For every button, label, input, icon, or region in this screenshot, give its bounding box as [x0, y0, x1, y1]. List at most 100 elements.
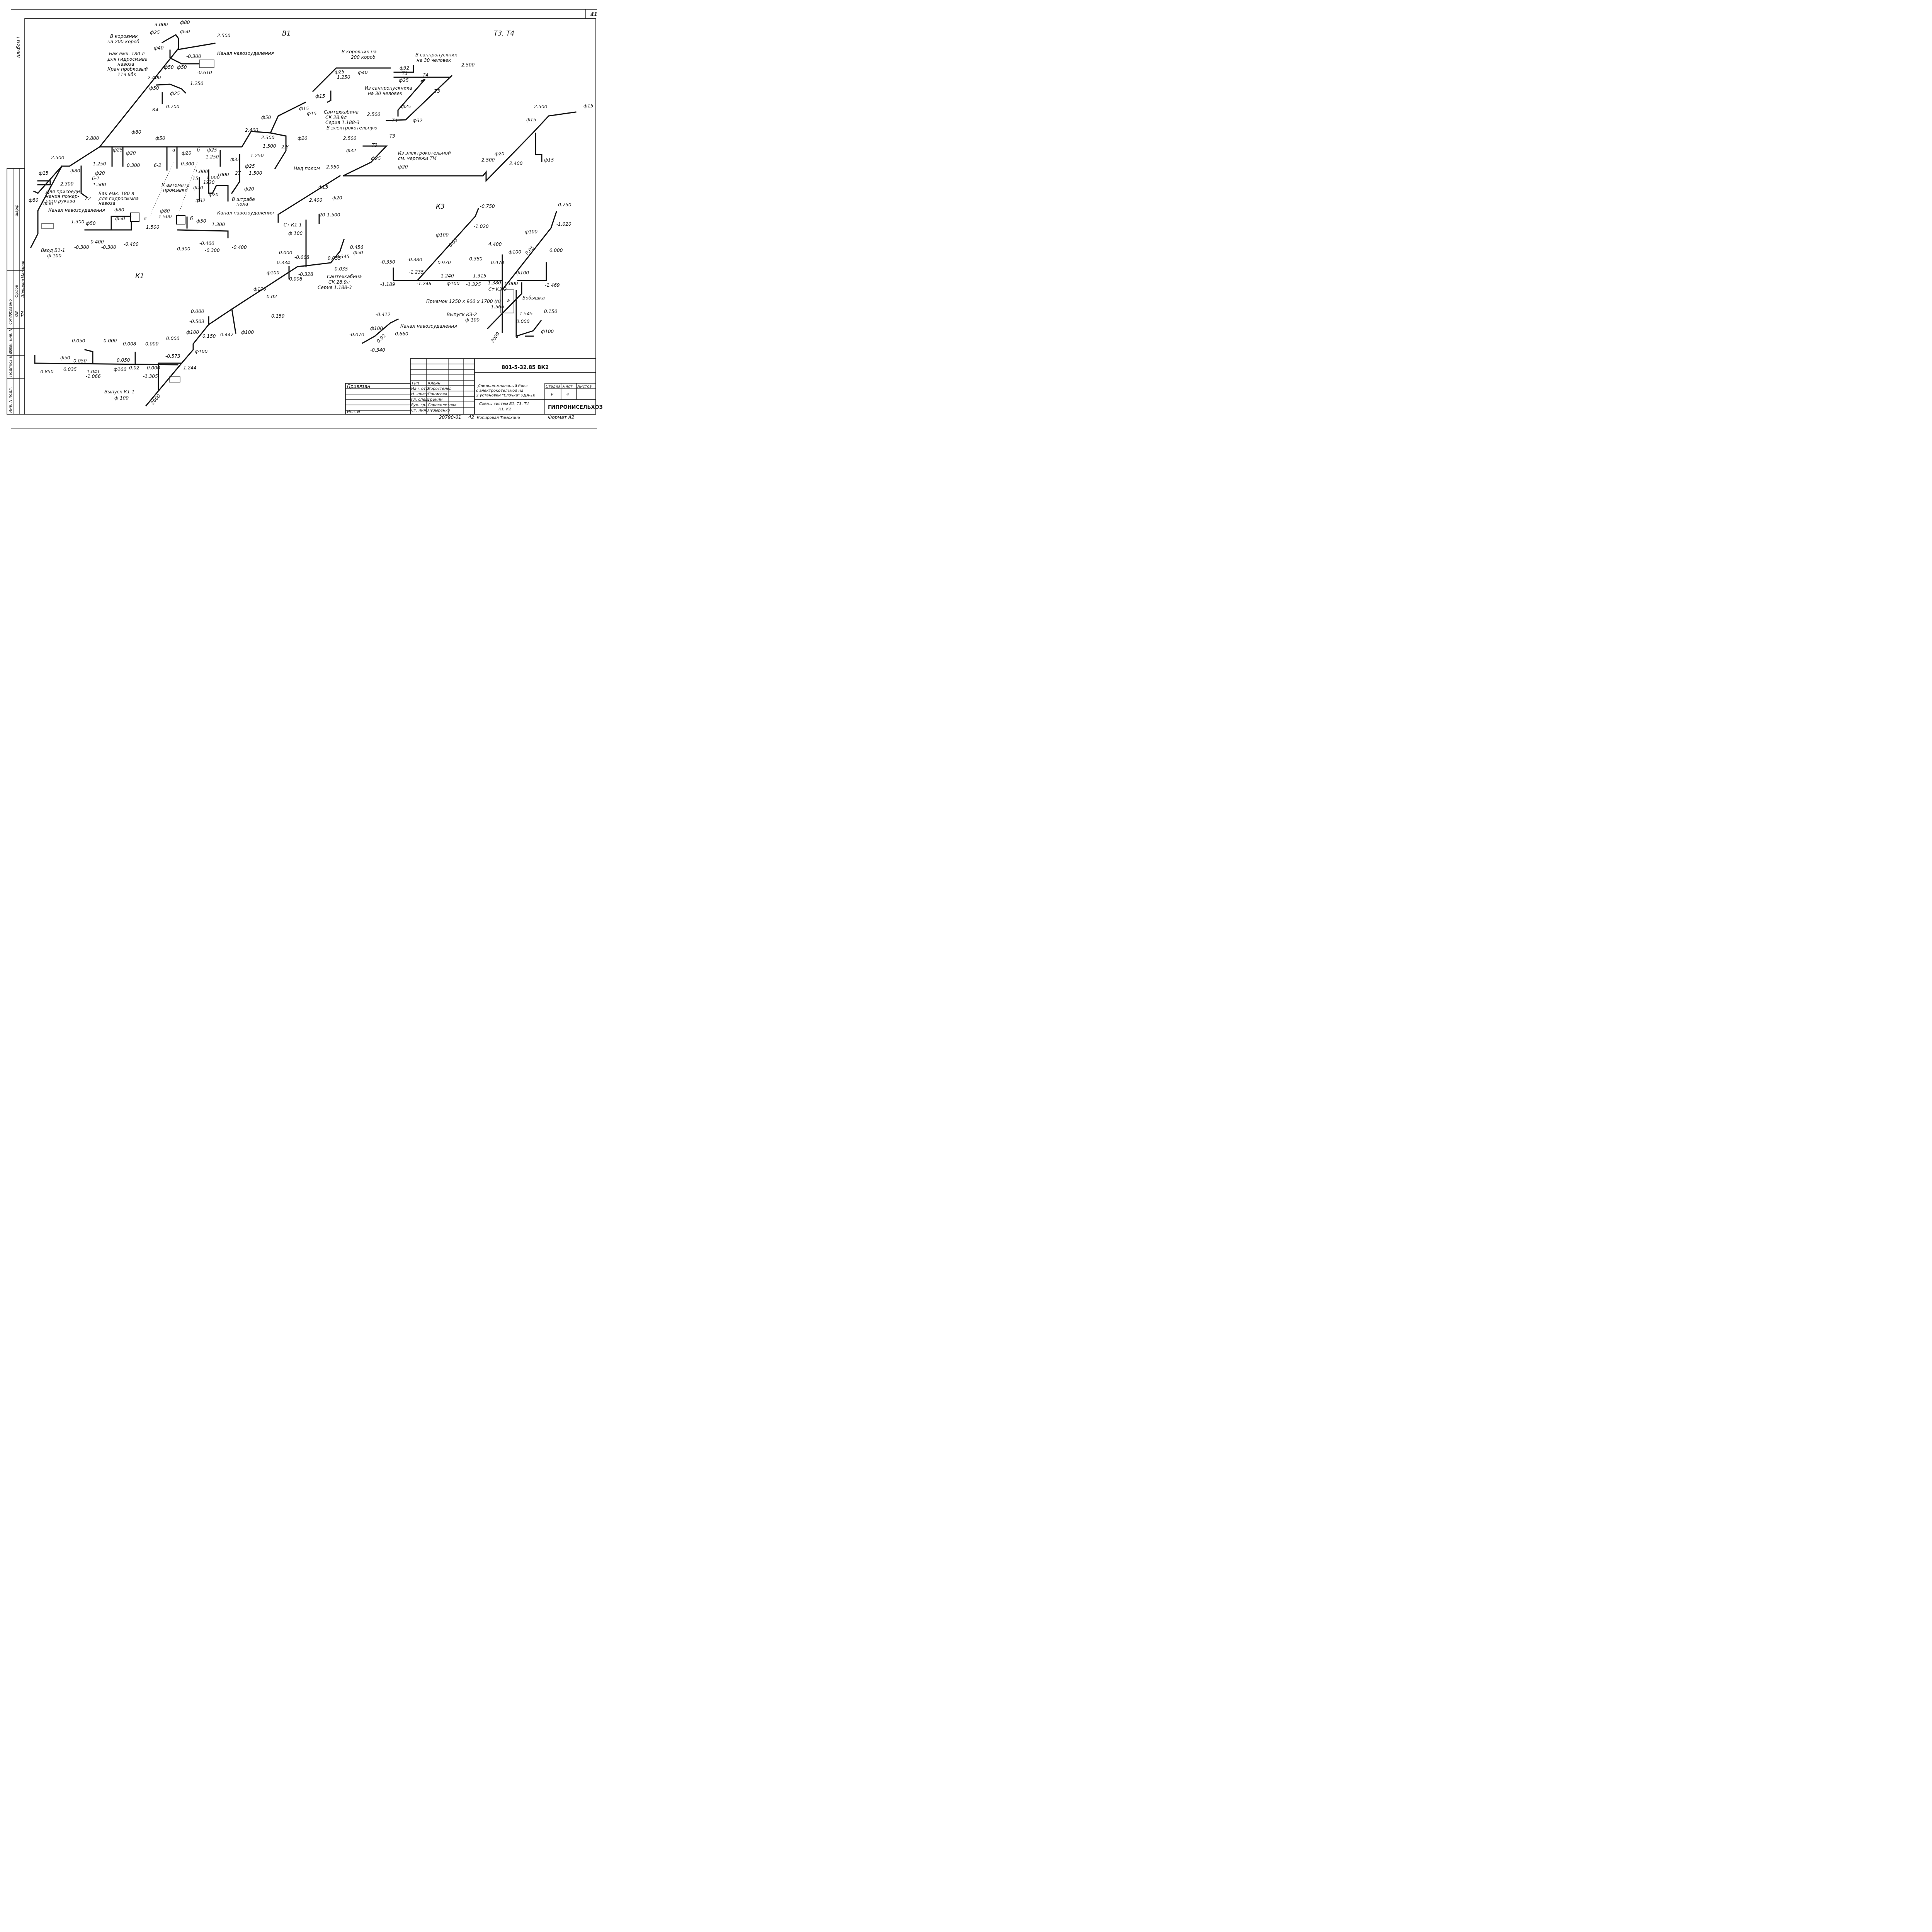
- t3t4-mark-3: ф32: [400, 65, 410, 71]
- t3t4-mark-32: ф15: [544, 157, 554, 163]
- object-line-2: с электрокотельной на: [476, 389, 523, 393]
- t3t4-label-5: на 30 человек: [368, 91, 403, 96]
- v1-label-25: Серия 1.188-3: [325, 120, 360, 125]
- v1-mark-37: 0.300: [181, 161, 194, 167]
- t3t4-mark-0: ф25: [335, 69, 345, 75]
- v1-label-8: Для присоеди-: [45, 189, 82, 194]
- t3t4-mark-4: Т3: [402, 71, 408, 76]
- k3-mark-20: -1.248: [417, 281, 432, 286]
- t3t4-label-4: Из санпропускника: [365, 85, 412, 91]
- k1-mark-3: -0.328: [298, 272, 313, 277]
- v1-label-0: В коровник: [110, 34, 138, 39]
- t3t4-mark-17: ф32: [346, 148, 356, 153]
- name-1: Коростелев: [428, 387, 452, 391]
- t3t4-mark-7: 2.500: [461, 62, 475, 68]
- k3-mark-3: -1.020: [556, 221, 571, 227]
- v1-label-15: промывки: [163, 187, 188, 193]
- v1-mark-61: ф15: [299, 106, 309, 111]
- k1-mark-5: 0.345: [336, 254, 349, 259]
- k1-mark-29: -0.573: [165, 354, 180, 359]
- name-4: Сороколетова: [428, 403, 456, 407]
- v1-mark-5: ф40: [154, 45, 164, 51]
- v1-mark-36: б: [197, 147, 200, 153]
- sheet-header: Лист: [562, 384, 573, 389]
- k3-mark-12: -0.380: [407, 257, 422, 262]
- v1-mark-30: ф15: [39, 170, 49, 176]
- v1-mark-47: 19: [203, 180, 209, 185]
- t3t4-mark-28: ф15: [526, 117, 536, 122]
- v1-mark-44: 1.000: [206, 175, 220, 180]
- object-line-1: Доильно-молочный блок: [477, 384, 528, 388]
- v1-mark-16: ф80: [131, 129, 141, 135]
- k3-label-1: Бобышка: [522, 295, 545, 301]
- k3-mark-30: 0.150: [544, 309, 558, 314]
- stamp-field-replace: Взам. инв. N: [9, 328, 13, 354]
- stage-header: Стадия: [546, 384, 560, 389]
- v1-label-21: Ввод В1-1: [41, 248, 65, 253]
- v1-mark-40: ф32: [230, 157, 240, 162]
- v1-mark-42: 1.250: [250, 153, 264, 158]
- k3-label-3: Выпуск К3-2: [447, 312, 477, 317]
- k3-mark-5: 0.03: [447, 237, 459, 248]
- footer-copied: Копировал Тимохина: [477, 416, 520, 420]
- v1-mark-81: -0.400: [232, 245, 247, 250]
- k1-label-5: Выпуск К1-1: [104, 389, 134, 395]
- stamp-name-1: Орлов: [15, 285, 19, 298]
- name-5: Пузыренко: [428, 408, 450, 413]
- name-3: Тренин: [428, 398, 443, 402]
- stamp-signer: шарф: [15, 204, 19, 216]
- v1-mark-33: 6-2: [154, 163, 162, 168]
- k1-mark-20: ф100: [195, 349, 208, 354]
- v1-mark-69: -0.300: [74, 245, 89, 250]
- k1-label-6: ф 100: [114, 395, 129, 401]
- t3t4-mark-13: ф32: [413, 118, 423, 123]
- doc-code: 801-5-32.85 ВК2: [502, 365, 549, 371]
- k1-mark-26: ф50: [60, 355, 70, 361]
- t3t4-title: Т3, Т4: [494, 30, 514, 37]
- v1-label-12: для гидросмыва: [98, 196, 139, 201]
- v1-mark-8: ф50: [164, 65, 174, 70]
- stamp-field-sign: Подпись и дата: [9, 345, 13, 377]
- k3-mark-6: ф100: [525, 229, 538, 235]
- t3t4-mark-6: ф25: [399, 78, 409, 83]
- album-label: Альбом I: [16, 37, 21, 58]
- k1-mark-10: -0.008: [287, 276, 303, 282]
- k1-mark-35: 0.02: [129, 365, 139, 371]
- k3-mark-10: 0.000: [549, 248, 563, 253]
- k3-mark-18: -0.970: [489, 260, 504, 265]
- sheet-value: 4: [566, 393, 569, 397]
- v1-label-9: нения пожар-: [46, 194, 79, 199]
- k3-mark-2: -0.750: [556, 202, 571, 207]
- sheet-title-2: К1, К2: [498, 407, 511, 412]
- stamp-name-2: Шевцков: [21, 279, 25, 298]
- t3t4-mark-21: ф15: [318, 184, 328, 190]
- v1-mark-38: ф25: [207, 147, 217, 153]
- v1-mark-76: ф50: [196, 218, 206, 224]
- k1-mark-25: 0.000: [166, 336, 180, 341]
- k1-mark-28: 0.050: [117, 357, 130, 363]
- k3-mark-39: -0.070: [349, 332, 364, 337]
- k3-mark-21: ф100: [447, 281, 460, 286]
- title-block: 801-5-32.85 ВК2 Привязан Инв. N Гип Клей…: [345, 358, 603, 415]
- v1-mark-15: К4: [152, 107, 158, 112]
- v1-mark-18: ф50: [155, 136, 165, 141]
- k3-mark-14: -0.970: [436, 260, 451, 265]
- v1-mark-23: ф80: [70, 168, 80, 173]
- v1-mark-3: ф50: [180, 29, 190, 34]
- k3-mark-11: -0.350: [380, 259, 395, 265]
- v1-mark-72: 1.500: [146, 224, 160, 230]
- v1-mark-65: а: [144, 215, 146, 221]
- t3t4-label-2: В санпропускник: [415, 52, 457, 58]
- k3-mark-16: -0.380: [468, 256, 483, 262]
- k3-mark-13: -1.235: [409, 269, 424, 275]
- k1-mark-17: -0.503: [189, 319, 204, 324]
- k1-mark-38: -1.244: [182, 365, 197, 371]
- k1-label-2: Сантехкабина: [327, 274, 362, 279]
- k1-mark-4: 0.035: [328, 255, 341, 261]
- object-line-3: 2 установки "Елочка" УДА-16: [476, 393, 536, 398]
- v1-mark-55: ф50: [261, 115, 271, 120]
- role-1: Нач. отд.: [411, 387, 430, 391]
- v1-mark-52: 27: [235, 170, 241, 176]
- organization: ГИПРОНИСЕЛЬХОЗ: [548, 405, 603, 410]
- v1-mark-28: 1.500: [93, 182, 106, 187]
